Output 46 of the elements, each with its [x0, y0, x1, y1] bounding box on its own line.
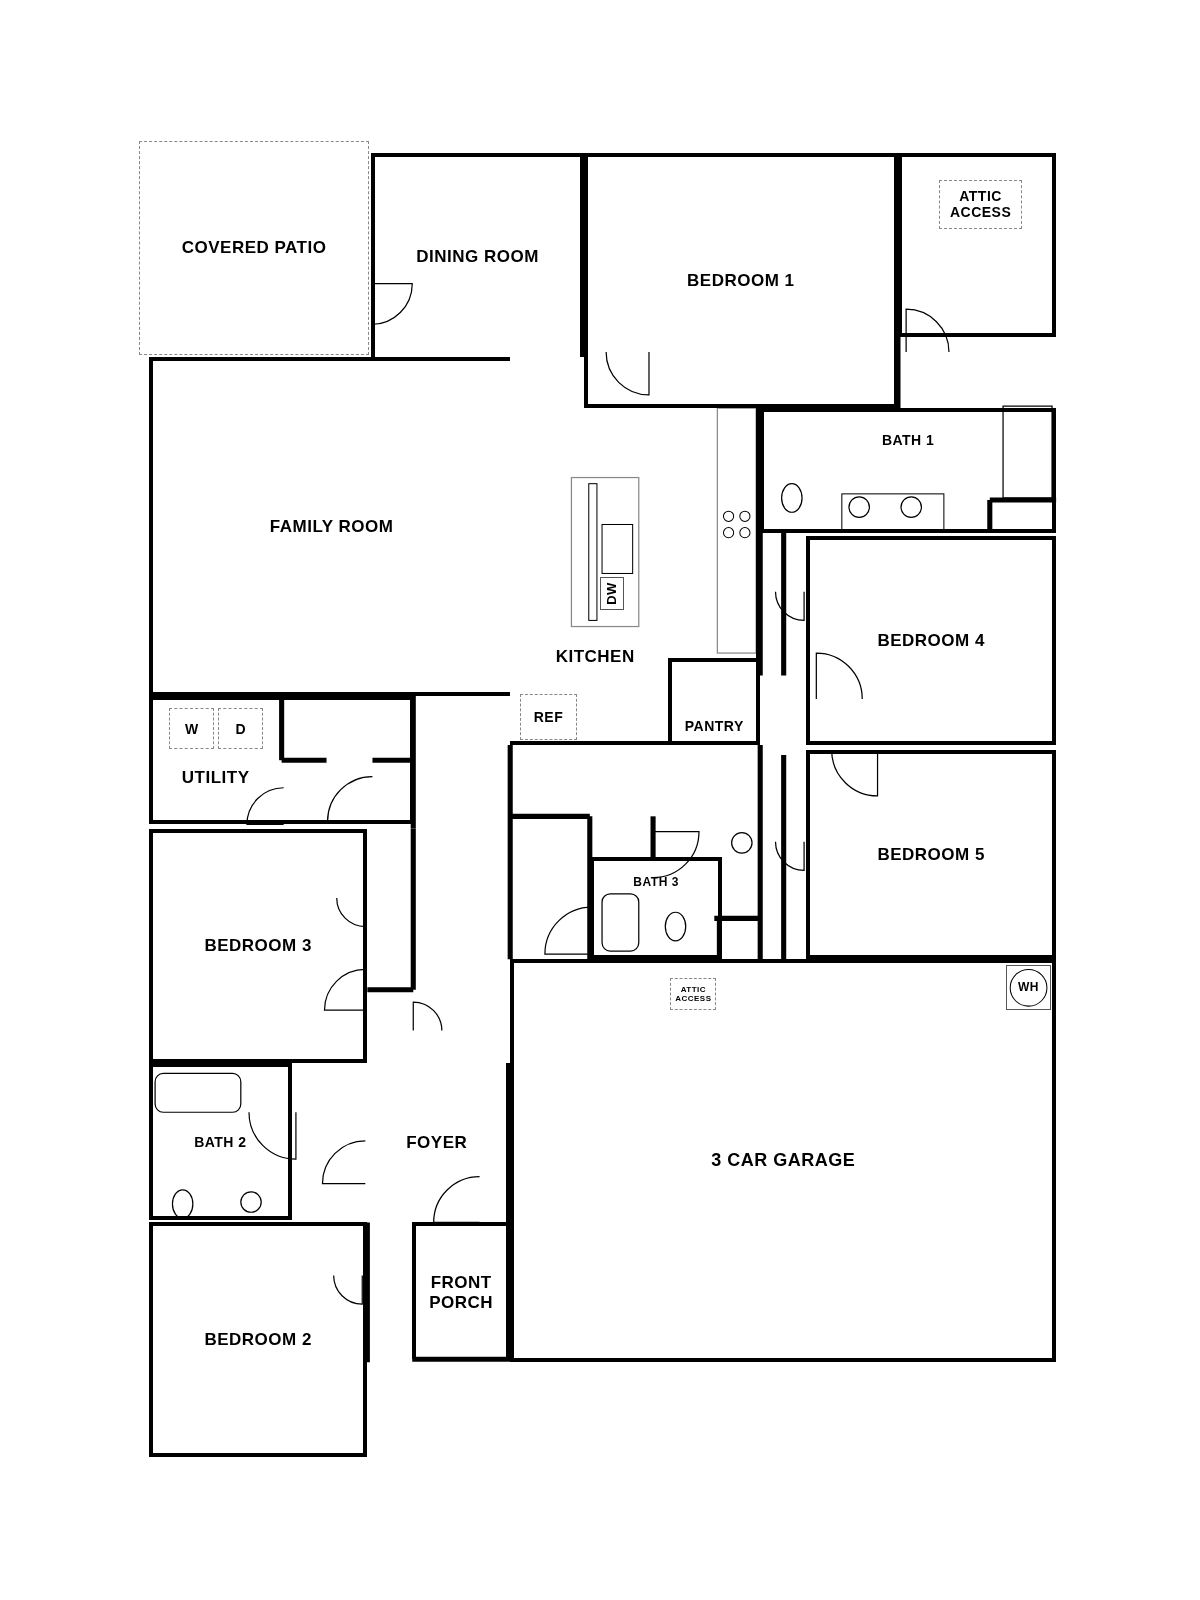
dashed-outline: [670, 977, 717, 1011]
room-label: BEDROOM 5: [877, 844, 985, 865]
room-outline: [583, 153, 898, 409]
room-label: FOYER: [406, 1133, 468, 1153]
room-label: PANTRY: [684, 718, 744, 735]
room-label: FAMILY ROOM: [269, 516, 394, 537]
room-outline: [148, 1063, 292, 1221]
room-label: BATH 1: [881, 432, 935, 449]
appliance-outline: [600, 576, 625, 611]
room-label: 3 CAR GARAGE: [711, 1150, 856, 1172]
room-outline: [806, 750, 1057, 960]
room-outline: [510, 959, 1057, 1363]
room-outline: [510, 408, 761, 745]
room-label: BEDROOM 1: [687, 270, 795, 291]
room-label: FRONT PORCH: [428, 1273, 495, 1313]
room-outline: [148, 1222, 368, 1458]
room-label: COVERED PATIO: [181, 238, 327, 258]
closet-outline: [897, 153, 1057, 337]
room-outline: [412, 1222, 511, 1360]
patio-outline: [138, 140, 370, 356]
room-label: DW: [604, 582, 620, 605]
dashed-outline: [520, 693, 577, 740]
room-outline: [371, 153, 584, 358]
room-label: W: [184, 720, 199, 737]
room-label: DINING ROOM: [416, 247, 539, 267]
room-outline: [589, 857, 723, 960]
room-label: BATH 3: [632, 876, 680, 891]
room-outline: [760, 408, 1057, 533]
room-label: BEDROOM 4: [877, 630, 985, 651]
room-label: ATTIC ACCESS: [674, 984, 713, 1004]
room-outline: [806, 535, 1057, 745]
room-label: BEDROOM 2: [204, 1330, 312, 1350]
room-label: BATH 2: [194, 1133, 247, 1150]
room-label: KITCHEN: [555, 646, 635, 667]
room-label: WH: [1018, 980, 1040, 995]
room-outline: [148, 828, 368, 1064]
room-label: ATTIC ACCESS: [948, 187, 1013, 221]
room-outline: [148, 357, 511, 696]
room-label: UTILITY: [181, 768, 250, 788]
dashed-outline: [169, 708, 215, 749]
room-label: REF: [533, 708, 564, 725]
room-label: BEDROOM 3: [204, 936, 312, 956]
dashed-outline: [938, 179, 1023, 229]
room-label: D: [235, 720, 247, 737]
appliance-outline: [1006, 965, 1051, 1011]
dashed-outline: [218, 708, 264, 749]
